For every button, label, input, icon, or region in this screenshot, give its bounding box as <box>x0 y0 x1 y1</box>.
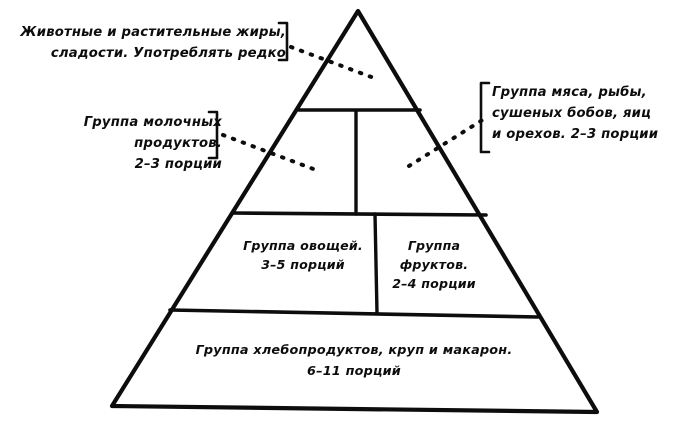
label-vegetables-group: Группа овощей. 3–5 порций <box>243 238 363 272</box>
label-grains-group: Группа хлебопродуктов, круп и макарон. 6… <box>195 343 513 379</box>
label-fruits-group: Группа фруктов. 2–4 порции <box>392 238 476 291</box>
bracket-dairy <box>207 110 219 160</box>
label-meat-group: Группа мяса, рыбы, сушеных бобов, яиц и … <box>492 85 659 142</box>
label-fats-and-sweets: Животные и растительные жиры, сладости. … <box>20 25 286 61</box>
leader-line-fats <box>289 45 376 80</box>
leader-line-dairy <box>221 133 318 172</box>
pyramid-outline <box>109 8 600 415</box>
bracket-fats <box>277 21 289 62</box>
label-dairy-group: Группа молочных продуктов. 2–3 порции <box>83 115 222 172</box>
divider-dairymeat-bottom <box>230 211 488 217</box>
divider-vegetables-fruits-vertical <box>373 212 379 315</box>
bracket-meat <box>479 81 491 154</box>
divider-vegfruit-bottom <box>168 308 540 319</box>
leader-line-meat <box>407 117 486 168</box>
